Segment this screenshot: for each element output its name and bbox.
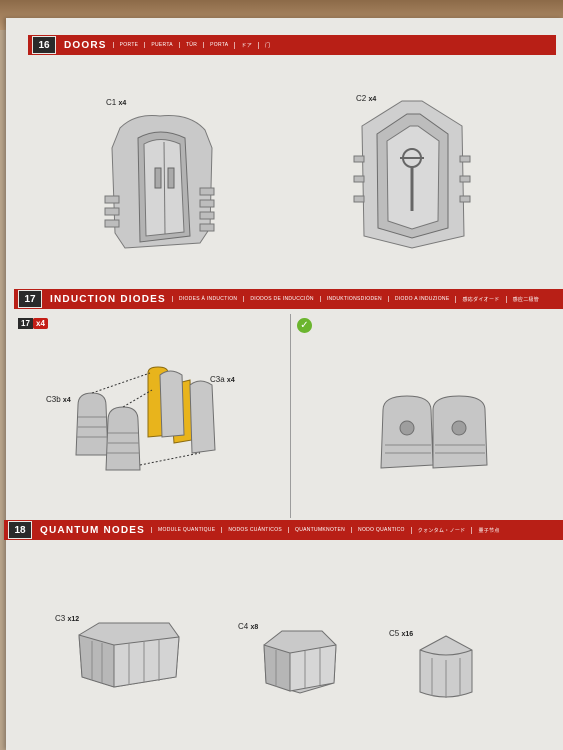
translation: TÜR [178,42,197,48]
node-c3-illustration [78,622,180,688]
part-label-c3b: C3b x4 [46,395,71,404]
translation: 感应二极管 [505,295,540,303]
node-c4-illustration [263,630,337,694]
translation: 门 [258,41,270,49]
section-header-doors: 16 DOORS PORTE PUERTA TÜR PORTA ドア 门 [28,35,556,55]
step-number: 17 [18,318,33,329]
diodes-assembly-panel [14,314,291,518]
node-c5-illustration [419,635,473,698]
part-label-c3a: C3a x4 [210,375,235,384]
translation: NODOS CUÁNTICOS [221,527,282,533]
part-label-c2: C2 x4 [356,94,377,103]
translation: PORTE [112,42,139,48]
diode-assembled-illustration [380,395,488,469]
door-c1-illustration [104,115,215,249]
section-title: DOORS [64,39,107,51]
section-header-induction-diodes: 17 INDUCTION DIODES DIODES À INDUCTION D… [14,289,563,309]
part-label-c3: C3 x12 [55,614,80,623]
section-number: 17 [18,290,42,308]
part-label-c5: C5 x16 [389,629,414,638]
translation: DIODO A INDUZIONE [387,296,450,302]
translation: NODO QUANTICO [351,527,405,533]
translation: DIODOS DE INDUCCIÓN [243,296,314,302]
section-number: 16 [32,36,56,54]
section-title: QUANTUM NODES [40,524,146,536]
diode-assembly-illustration [75,366,216,471]
translation: 感応ダイオード [455,295,499,303]
translation: INDUKTIONSDIODEN [319,296,382,302]
door-c2-illustration [353,100,471,249]
check-icon: ✓ [297,318,312,333]
translation: クォンタム・ノード [410,526,466,534]
translation: MODULE QUANTIQUE [151,527,215,533]
section-number: 18 [8,521,32,539]
section-title: INDUCTION DIODES [50,293,166,305]
translation: 量子节点 [471,526,499,534]
section-header-quantum-nodes: 18 QUANTUM NODES MODULE QUANTIQUE NODOS … [4,520,563,540]
part-label-c4: C4 x8 [238,622,259,631]
translation: PUERTA [144,42,173,48]
translation: PORTA [203,42,228,48]
step-quantity-badge: x4 [33,318,48,329]
translation: DIODES À INDUCTION [171,296,237,302]
translation: QUANTUMKNOTEN [288,527,345,533]
translation: ドア [234,41,252,49]
part-label-c1: C1 x4 [106,98,127,107]
